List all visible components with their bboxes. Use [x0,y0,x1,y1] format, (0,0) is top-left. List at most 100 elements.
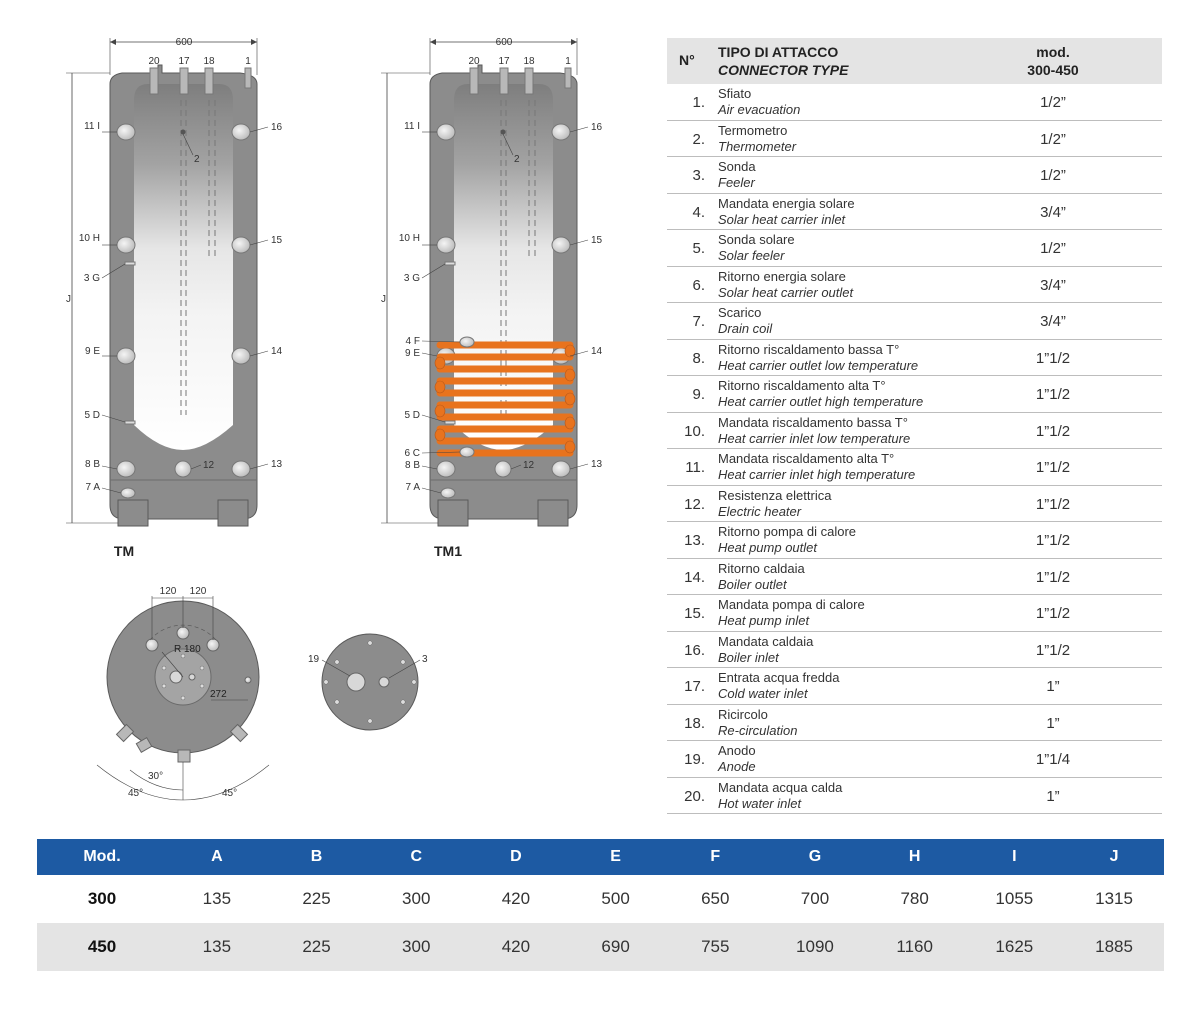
dimension-cell: 700 [800,889,830,908]
dimension-cell: 1160 [896,937,933,956]
dimension-cell: 780 [900,889,929,908]
connector-num: 10. [684,422,705,440]
dimension-cell: 1055 [995,889,1034,908]
svg-text:17: 17 [498,56,510,67]
dimension-header-cell: Mod. [83,848,121,865]
dimension-cell: 1625 [995,937,1034,956]
svg-text:16: 16 [271,122,283,133]
connector-it: Mandata energia solare [718,195,855,211]
connector-en: Hot water inlet [718,795,802,811]
dimension-cell: 500 [601,889,630,908]
connector-it: Ritorno energia solare [718,268,846,284]
svg-text:16: 16 [591,122,603,133]
svg-text:10 H: 10 H [79,233,100,244]
connector-num: 4. [692,203,705,221]
connector-en: Solar heat carrier outlet [718,284,854,300]
svg-text:3 G: 3 G [404,273,420,284]
connector-en: Heat pump inlet [718,613,810,628]
svg-text:11 I: 11 I [84,121,100,132]
connector-num: 13. [684,532,705,549]
dimension-cell: 135 [202,937,232,956]
connector-table-header: N° TIPO DI ATTACCO CONNECTOR TYPE mod. 3… [667,38,1162,84]
connector-en: Thermometer [718,138,797,154]
dimension-cell: 300 [402,889,431,908]
dimension-cell: 420 [501,937,531,956]
dimension-cell: 755 [701,937,730,956]
svg-text:13: 13 [591,459,603,470]
dimension-header-cell: B [310,848,323,865]
connector-it: Sonda solare [718,232,795,247]
connector-row: 9.Ritorno riscaldamento alta T°Heat carr… [667,376,1162,413]
dimension-header-cell: A [211,848,223,865]
connector-en: Re-circulation [718,722,798,738]
connector-en: Air evacuation [718,102,801,117]
connector-it: Ritorno riscaldamento alta T° [718,378,886,393]
connector-num: 19. [684,751,705,768]
connector-val: 1/2” [1040,94,1066,111]
svg-text:12: 12 [523,460,535,471]
svg-text:1: 1 [565,56,571,67]
svg-text:14: 14 [591,346,603,357]
connector-num: 16. [684,641,705,659]
svg-text:8 B: 8 B [405,460,420,471]
connector-val: 1” [1046,678,1060,695]
svg-text:3 G: 3 G [84,273,100,284]
header-num: N° [679,52,695,68]
svg-text:1: 1 [245,56,251,67]
connector-en: Heat pump outlet [718,540,818,555]
anode-flange: 19 3 [308,633,428,731]
connector-val: 1/2” [1040,130,1066,148]
tank-tm: 600 20 17 18 1 J 11 I 10 H 3 G 9 E 5 D 8… [66,37,283,559]
dimension-header-cell: J [1109,848,1119,865]
connector-it: Mandata acqua calda [718,779,843,795]
svg-text:12: 12 [203,460,215,471]
connector-val: 1”1/2 [1035,422,1071,440]
connector-val: 1”1/2 [1035,641,1071,659]
connector-num: 5. [692,240,705,257]
connector-num: 11. [685,459,705,476]
svg-text:18: 18 [523,56,535,67]
connector-val: 1”1/2 [1035,349,1071,367]
svg-text:2: 2 [194,154,200,165]
connector-it: Scarico [718,305,762,320]
svg-text:5 D: 5 D [404,410,420,421]
tm1-height-dim: J [381,294,386,305]
dimension-header-cell: I [1012,848,1017,865]
svg-text:20: 20 [468,56,480,67]
dimension-cell: 1885 [1095,937,1133,956]
connector-en: Anode [718,759,756,774]
connector-val: 1”1/2 [1035,568,1071,586]
svg-text:6 C: 6 C [404,448,420,459]
connector-en: Boiler inlet [718,649,779,665]
connector-val: 1”1/2 [1035,495,1071,513]
svg-text:20: 20 [148,56,160,67]
connector-en: Electric heater [718,503,802,519]
connector-num: 8. [692,349,705,367]
dimension-cell: 420 [501,889,531,908]
svg-text:2: 2 [514,154,520,165]
svg-text:272: 272 [210,689,227,700]
header-mod: mod. [1036,44,1070,60]
connector-num: 15. [684,605,705,622]
connector-en: Drain coil [718,321,773,336]
dimension-cell: 135 [202,889,232,908]
dimension-header-cell: F [710,848,721,865]
connector-it: Ritorno caldaia [718,560,805,576]
svg-text:30°: 30° [148,771,163,782]
connector-val: 1/2” [1040,240,1066,257]
connector-row: 8.Ritorno riscaldamento bassa T°Heat car… [667,340,1162,376]
svg-text:4 F: 4 F [406,336,420,347]
dimension-header-cell: G [808,848,822,865]
